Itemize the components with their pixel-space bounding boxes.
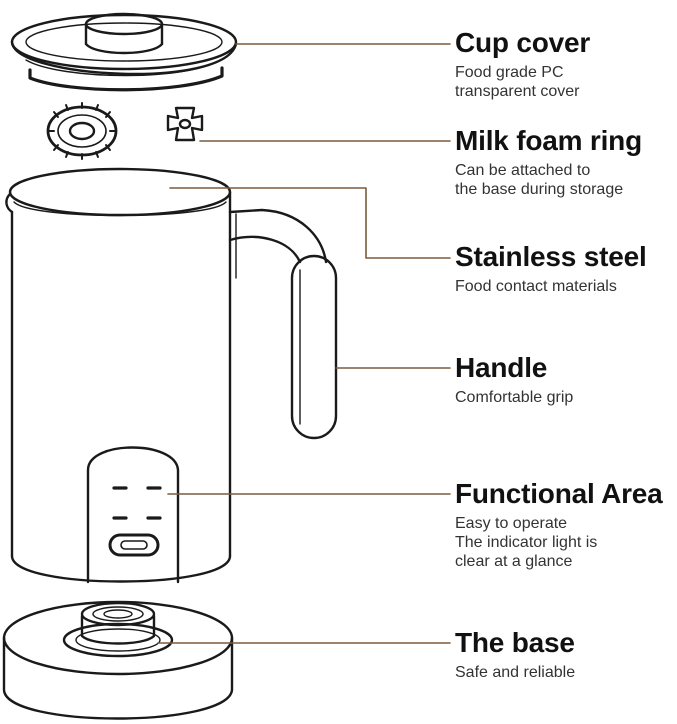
callout-title: Functional Area xyxy=(455,478,663,509)
leader-lines xyxy=(157,43,451,644)
callout-description: Food contact materials xyxy=(455,278,617,295)
callout-cup-cover: Cup cover Food grade PC transparent cove… xyxy=(455,27,590,101)
callout-stainless-steel: Stainless steel Food contact materials xyxy=(455,241,647,296)
callout-title: Milk foam ring xyxy=(455,125,642,156)
callout-description: Safe and reliable xyxy=(455,664,576,681)
base-illustration xyxy=(2,600,234,720)
callout-description: Comfortable grip xyxy=(455,389,574,406)
callout-description: Can be attached to the base during stora… xyxy=(455,162,624,198)
jug-body-illustration xyxy=(5,167,338,584)
callout-milk-foam-ring: Milk foam ring Can be attached to the ba… xyxy=(455,125,642,199)
callout-the-base: The base Safe and reliable xyxy=(455,627,575,682)
callout-title: Handle xyxy=(455,352,548,383)
milk-foam-ring-illustration xyxy=(46,102,204,160)
callout-description: Easy to operate The indicator light is c… xyxy=(455,515,598,570)
callout-title: The base xyxy=(455,627,575,658)
cup-cover-illustration xyxy=(10,12,238,92)
callout-description: Food grade PC transparent cover xyxy=(455,64,580,100)
leader-line-stainless-steel xyxy=(169,187,451,259)
callout-handle: Handle Comfortable grip xyxy=(455,352,573,407)
callout-functional-area: Functional Area Easy to operate The indi… xyxy=(455,478,663,571)
callout-title: Stainless steel xyxy=(455,241,647,272)
callout-title: Cup cover xyxy=(455,27,591,58)
